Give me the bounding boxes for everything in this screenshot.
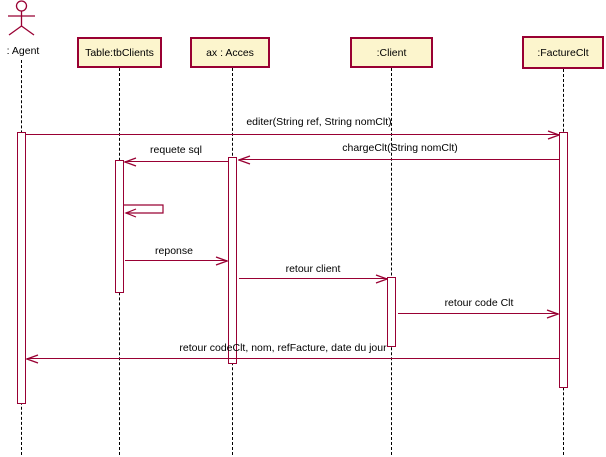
object-label-factureclt: :FactureClt bbox=[537, 46, 589, 59]
object-box-tbclients[interactable]: Table:tbClients bbox=[77, 37, 162, 68]
arrowhead-left-icon bbox=[124, 157, 137, 167]
arrowhead-right-icon bbox=[375, 274, 388, 284]
lifeline-client bbox=[391, 68, 392, 455]
activation-factureclt[interactable] bbox=[559, 132, 568, 388]
arrowhead-right-icon bbox=[547, 130, 560, 140]
message-label-editer[interactable]: editer(String ref, String nomClt) bbox=[246, 116, 392, 128]
object-box-ax-acces[interactable]: ax : Acces bbox=[190, 37, 270, 68]
message-line-editer[interactable] bbox=[26, 134, 559, 135]
message-label-chargeclt[interactable]: chargeClt(String nomClt) bbox=[342, 142, 458, 154]
message-label-retour-code-clt[interactable]: retour code Clt bbox=[444, 297, 514, 309]
message-label-reponse[interactable]: reponse bbox=[155, 245, 193, 257]
message-line-reponse[interactable] bbox=[125, 260, 227, 261]
message-label-retour-codeclt-final[interactable]: retour codeClt, nom, refFacture, date du… bbox=[179, 342, 387, 354]
message-line-retour-code-clt[interactable] bbox=[398, 313, 558, 314]
activation-agent[interactable] bbox=[17, 132, 26, 404]
arrowhead-left-icon bbox=[238, 155, 251, 165]
arrowhead-right-icon bbox=[215, 256, 228, 266]
message-line-requete-sql[interactable] bbox=[125, 161, 228, 162]
message-line-chargeclt[interactable] bbox=[239, 159, 559, 160]
message-label-retour-client[interactable]: retour client bbox=[285, 263, 341, 275]
object-box-factureclt[interactable]: :FactureClt bbox=[522, 36, 604, 69]
actor-label: : Agent bbox=[6, 45, 40, 57]
actor-icon[interactable] bbox=[4, 0, 40, 38]
arrowhead-left-icon bbox=[26, 354, 39, 364]
message-line-retour-codeclt-final[interactable] bbox=[27, 358, 559, 359]
object-label-ax-acces: ax : Acces bbox=[206, 46, 254, 59]
activation-ax-acces[interactable] bbox=[228, 157, 237, 364]
arrowhead-right-icon bbox=[546, 309, 559, 319]
activation-tbclients[interactable] bbox=[115, 160, 124, 293]
object-label-tbclients: Table:tbClients bbox=[85, 46, 154, 59]
self-message-tbclients[interactable] bbox=[120, 200, 170, 222]
message-line-retour-client[interactable] bbox=[239, 278, 387, 279]
object-label-client: :Client bbox=[376, 46, 407, 59]
activation-client[interactable] bbox=[387, 277, 396, 347]
message-label-requete-sql[interactable]: requete sql bbox=[150, 144, 202, 156]
object-box-client[interactable]: :Client bbox=[350, 37, 433, 68]
